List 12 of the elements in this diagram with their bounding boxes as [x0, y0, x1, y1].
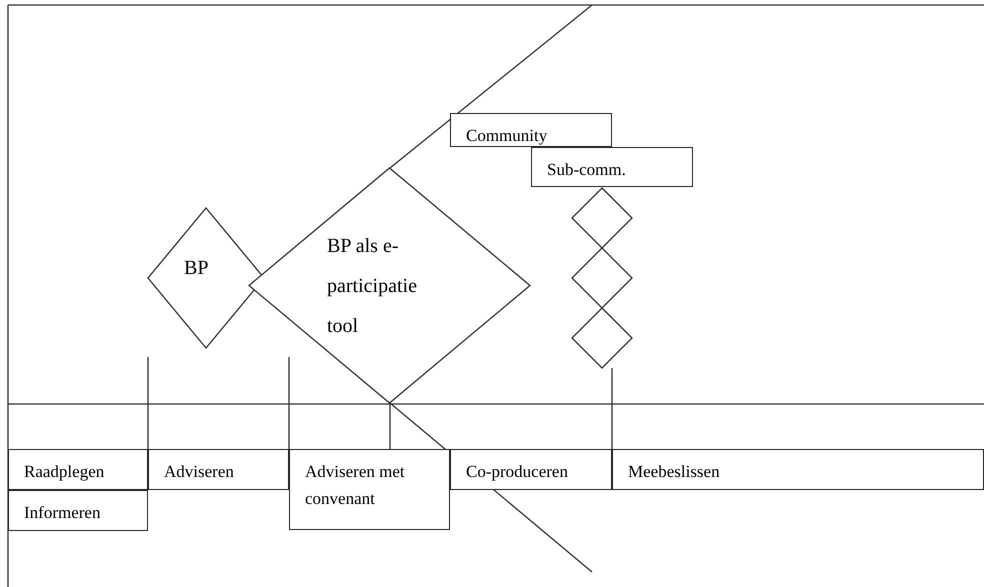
- level-cell: Meebeslissen: [612, 449, 984, 490]
- level-cell: Informeren: [8, 490, 148, 531]
- level-cell: Co-produceren: [450, 449, 612, 490]
- connector-line: [389, 403, 391, 449]
- connector-line: [611, 368, 613, 449]
- group-box: Sub-comm.: [531, 147, 693, 187]
- level-cell: Adviseren: [148, 449, 289, 490]
- level-cell: Adviseren met convenant: [289, 449, 450, 530]
- diamond-label: BP: [184, 256, 210, 281]
- group-box: Community: [450, 113, 612, 147]
- level-cell: Raadplegen: [8, 449, 148, 490]
- diamond-label: BP als e-participatie tool: [327, 234, 418, 339]
